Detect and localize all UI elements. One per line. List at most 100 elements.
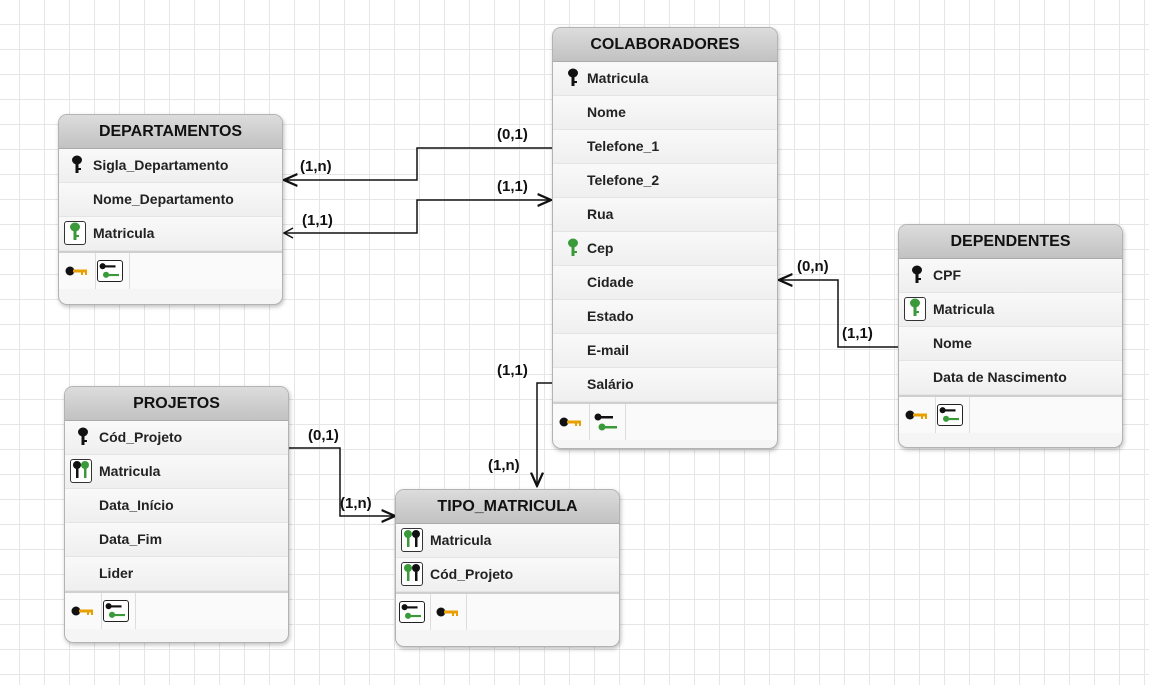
footer-divider — [969, 397, 970, 433]
entity-title[interactable]: COLABORADORES — [553, 28, 777, 62]
attribute-name: Matricula — [430, 532, 492, 548]
attribute-row[interactable]: Lider — [65, 557, 288, 591]
double-key-boxed-icon[interactable] — [103, 600, 129, 622]
footer-divider — [101, 593, 102, 629]
double-key-boxed-icon[interactable] — [97, 260, 123, 282]
attribute-row[interactable]: E-mail — [553, 334, 777, 368]
entity-colaboradores[interactable]: COLABORADORES Matricula Nome Telefone_1 … — [552, 27, 778, 449]
footer-divider — [95, 253, 96, 289]
relation-line-colab-tipo — [537, 382, 552, 486]
cardinality-label: (1,1) — [497, 178, 528, 195]
footer-divider — [129, 253, 130, 289]
entity-footer — [396, 592, 619, 630]
attribute-row[interactable]: Data_Fim — [65, 523, 288, 557]
attribute-row[interactable]: Telefone_1 — [553, 130, 777, 164]
cardinality-label: (1,n) — [300, 158, 332, 175]
attribute-row[interactable]: Nome_Departamento — [59, 183, 282, 217]
cardinality-label: (0,n) — [797, 258, 829, 275]
attribute-row[interactable]: Nome — [553, 96, 777, 130]
entity-projetos[interactable]: PROJETOS Cód_Projeto Matricula Data_Iníc… — [64, 386, 289, 643]
key-orange-icon[interactable] — [63, 260, 89, 282]
footer-divider — [625, 404, 626, 440]
entity-footer — [59, 251, 282, 289]
entity-dependentes[interactable]: DEPENDENTES CPF Matricula Nome Data de N… — [898, 224, 1123, 448]
entity-tipo-matricula[interactable]: TIPO_MATRICULA Matricula Cód_Projeto — [395, 489, 620, 647]
cardinality-label: (0,1) — [308, 427, 339, 444]
entity-title[interactable]: DEPENDENTES — [899, 225, 1122, 259]
double-key-boxed-icon — [401, 562, 423, 586]
entity-title[interactable]: TIPO_MATRICULA — [396, 490, 619, 524]
key-orange-icon[interactable] — [903, 404, 929, 426]
attribute-name: Cep — [587, 240, 614, 256]
attribute-row[interactable]: Cód_Projeto — [396, 558, 619, 592]
relation-line-dep-colab — [779, 280, 898, 348]
attribute-row[interactable]: Matricula — [553, 62, 777, 96]
attribute-row[interactable]: Cód_Projeto — [65, 421, 288, 455]
double-key-boxed-icon — [70, 459, 92, 483]
attribute-row[interactable]: Telefone_2 — [553, 164, 777, 198]
attribute-row[interactable]: CPF — [899, 259, 1122, 293]
cardinality-label: (0,1) — [497, 126, 528, 143]
attribute-name: Matricula — [93, 225, 155, 241]
attribute-row[interactable]: Nome — [899, 327, 1122, 361]
attribute-row[interactable]: Matricula — [59, 217, 282, 251]
relation-arrow-dept-b — [282, 227, 294, 239]
attribute-name: Cód_Projeto — [99, 429, 183, 445]
double-key-icon[interactable] — [593, 411, 619, 433]
key-green-icon — [907, 265, 927, 286]
attribute-name: E-mail — [587, 342, 630, 358]
attribute-row[interactable]: Data de Nascimento — [899, 361, 1122, 395]
attribute-name: Salário — [587, 376, 634, 392]
cardinality-label: (1,1) — [842, 325, 873, 342]
entity-footer — [65, 591, 288, 629]
attribute-row[interactable]: Estado — [553, 300, 777, 334]
attribute-name: Nome — [933, 335, 972, 351]
cardinality-label: (1,n) — [488, 457, 520, 474]
attribute-row[interactable]: Matricula — [65, 455, 288, 489]
double-key-boxed-icon[interactable] — [399, 601, 425, 623]
attribute-name: Cód_Projeto — [430, 566, 514, 582]
attribute-name: Data_Fim — [99, 531, 163, 547]
footer-divider — [935, 397, 936, 433]
key-green-icon — [563, 238, 583, 259]
key-orange-icon[interactable] — [557, 411, 583, 433]
footer-divider — [135, 593, 136, 629]
key-boxed-icon — [64, 221, 86, 245]
footer-divider — [589, 404, 590, 440]
key-orange-icon[interactable] — [69, 600, 95, 622]
attribute-row[interactable]: Matricula — [396, 524, 619, 558]
footer-divider — [466, 594, 467, 630]
attribute-row[interactable]: Cep — [553, 232, 777, 266]
attribute-row[interactable]: Rua — [553, 198, 777, 232]
attribute-name: Data_Início — [99, 497, 174, 513]
key-orange-icon[interactable] — [434, 601, 460, 623]
key-green-icon — [67, 155, 87, 176]
attribute-name: Telefone_2 — [587, 172, 660, 188]
attribute-name: Data de Nascimento — [933, 369, 1067, 385]
attribute-name: Matricula — [99, 463, 161, 479]
key-green-icon — [563, 68, 583, 89]
attribute-row[interactable]: Sigla_Departamento — [59, 149, 282, 183]
key-green-icon — [73, 427, 93, 448]
entity-departamentos[interactable]: DEPARTAMENTOS Sigla_Departamento Nome_De… — [58, 114, 283, 305]
attribute-row[interactable]: Salário — [553, 368, 777, 402]
attribute-name: Nome — [587, 104, 626, 120]
entity-title[interactable]: PROJETOS — [65, 387, 288, 421]
attribute-row[interactable]: Cidade — [553, 266, 777, 300]
attribute-name: Matricula — [933, 301, 995, 317]
attribute-name: Nome_Departamento — [93, 191, 234, 207]
entity-footer — [899, 395, 1122, 433]
cardinality-label: (1,n) — [340, 495, 372, 512]
attribute-name: CPF — [933, 267, 961, 283]
cardinality-label: (1,1) — [302, 212, 333, 229]
double-key-boxed-icon[interactable] — [937, 404, 963, 426]
attribute-name: Cidade — [587, 274, 634, 290]
entity-title[interactable]: DEPARTAMENTOS — [59, 115, 282, 149]
attribute-row[interactable]: Matricula — [899, 293, 1122, 327]
attribute-row[interactable]: Data_Início — [65, 489, 288, 523]
double-key-boxed-icon — [401, 528, 423, 552]
attribute-name: Telefone_1 — [587, 138, 660, 154]
attribute-name: Estado — [587, 308, 634, 324]
attribute-name: Sigla_Departamento — [93, 157, 229, 173]
